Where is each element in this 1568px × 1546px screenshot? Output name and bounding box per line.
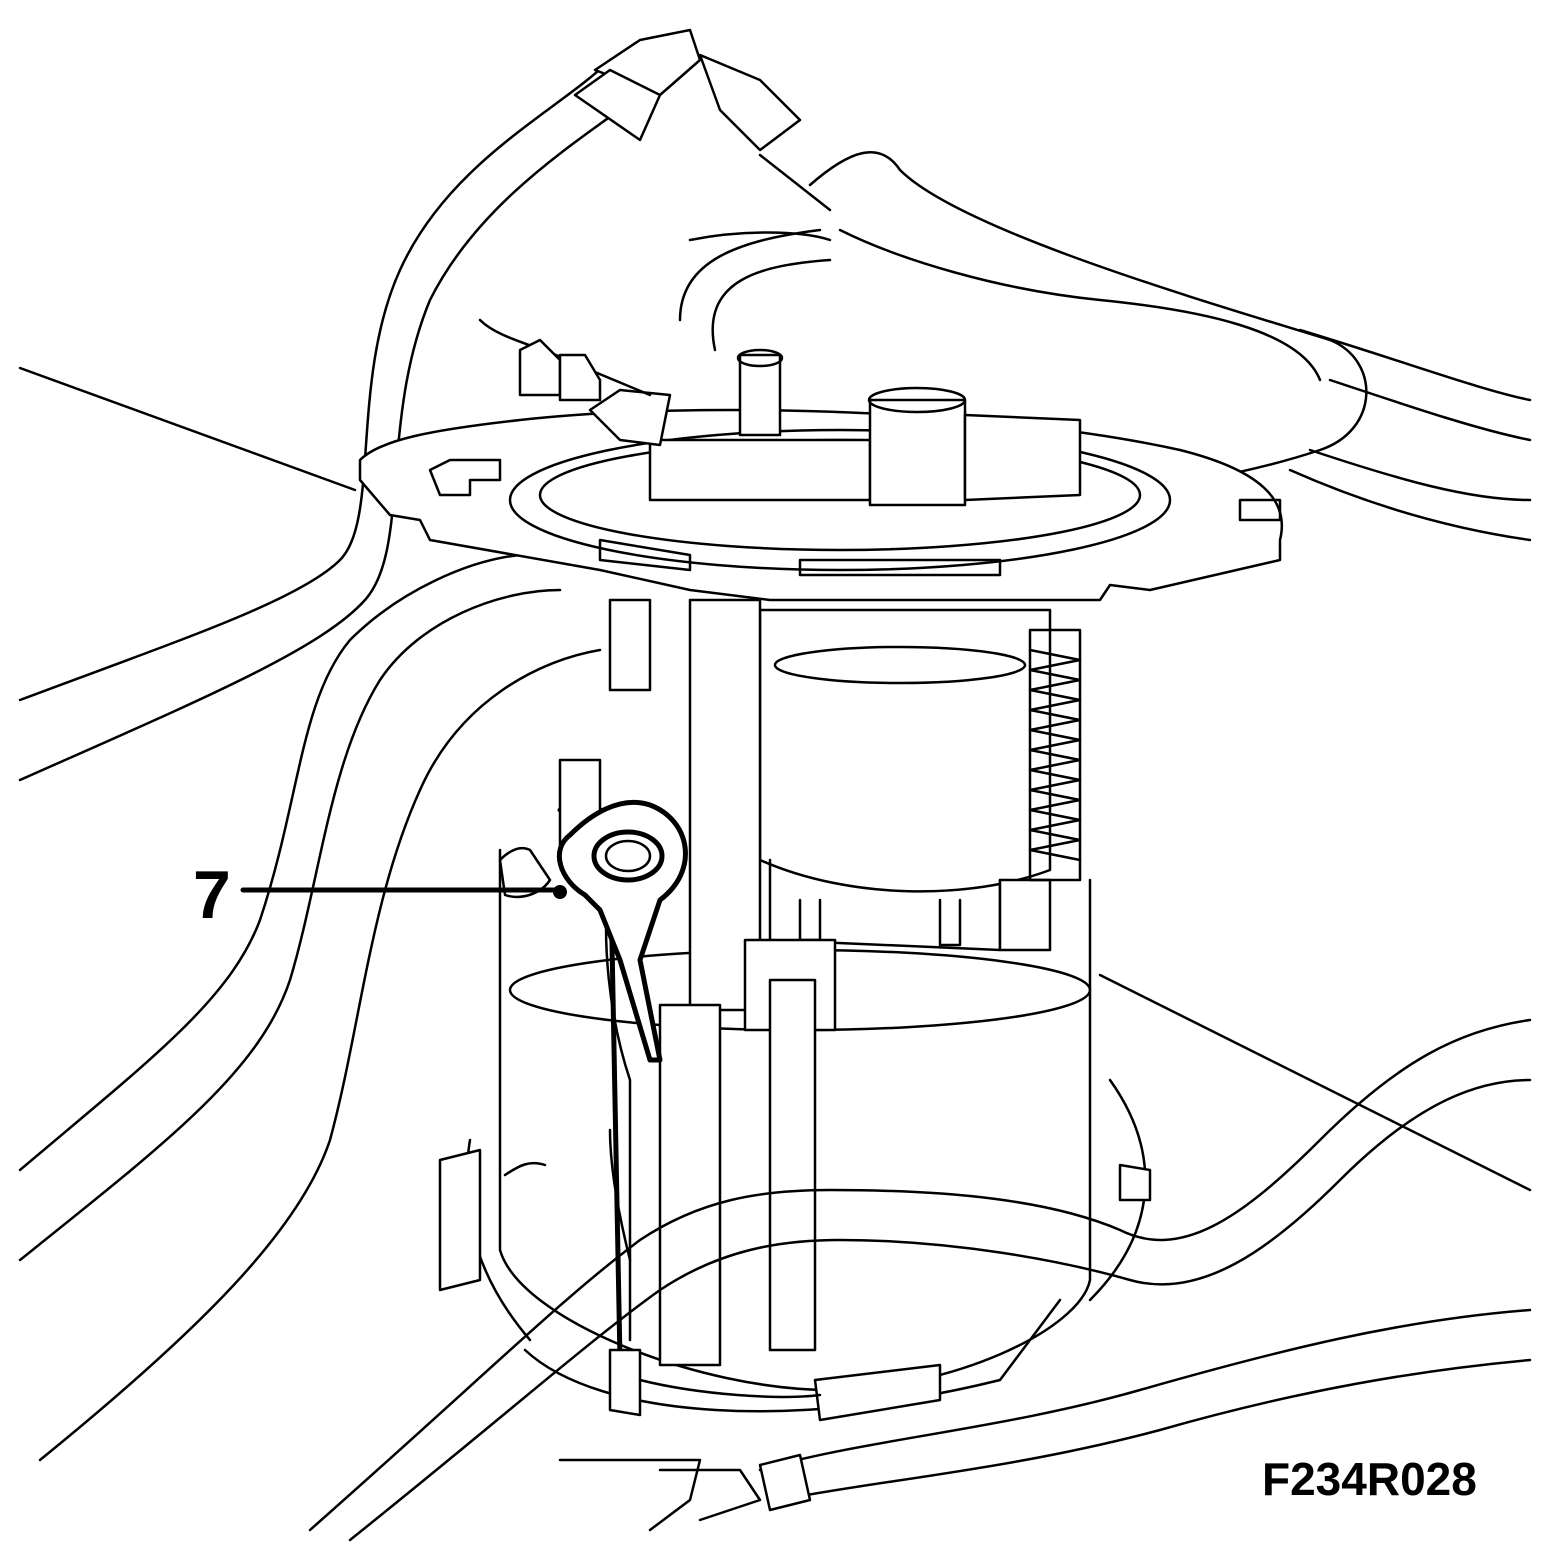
callout-number-7: 7 xyxy=(193,857,231,933)
spring-guide xyxy=(608,598,1082,1367)
callout-7-dot xyxy=(553,885,567,899)
figure-code: F234R028 xyxy=(1262,1453,1477,1505)
top-hoses xyxy=(573,28,1532,542)
tank-outline xyxy=(18,366,1532,1192)
canister-straps xyxy=(608,1348,942,1422)
left-fuel-lines xyxy=(18,58,642,1462)
bottom-hoses xyxy=(308,1018,1532,1542)
pump-flange xyxy=(358,408,1283,602)
flange-connectors xyxy=(478,318,1082,507)
level-sensor-wire xyxy=(498,758,688,1363)
